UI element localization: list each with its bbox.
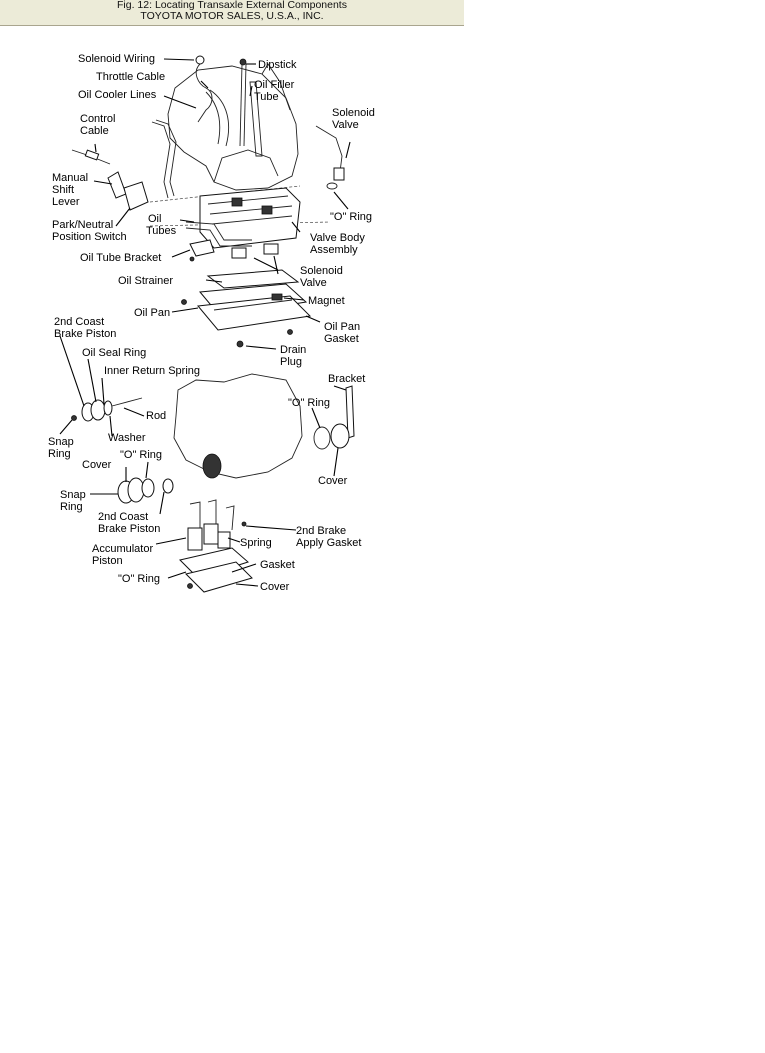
label-solenoid-valve-top-1: Solenoid — [332, 107, 375, 119]
label-drain-plug-1: Drain — [280, 344, 306, 356]
label-solenoid-wiring: Solenoid Wiring — [78, 53, 155, 65]
label-cover-left: Cover — [82, 459, 112, 471]
label-oil-filler-tube-2: Tube — [254, 91, 279, 103]
label-magnet: Magnet — [308, 295, 345, 307]
label-snap-ring-bottom-1: Snap — [60, 489, 86, 501]
figure-caption: Fig. 12: Locating Transaxle External Com… — [0, 0, 464, 26]
lower-transaxle-drawing — [71, 373, 355, 593]
label-o-ring-right: "O" Ring — [288, 397, 330, 409]
label-2nd-coast-piston-bottom-1: 2nd Coast — [98, 511, 148, 523]
label-cover-right: Cover — [318, 475, 348, 487]
label-throttle-cable: Throttle Cable — [96, 71, 165, 83]
label-inner-return-spring: Inner Return Spring — [104, 365, 200, 377]
label-manual-shift-lever-1: Manual — [52, 172, 88, 184]
label-manual-shift-lever-3: Lever — [52, 196, 80, 208]
label-oil-pan: Oil Pan — [134, 307, 170, 319]
label-oil-tubes-2: Tubes — [146, 225, 177, 237]
label-2nd-brake-gasket-1: 2nd Brake — [296, 525, 346, 537]
label-o-ring-top: "O" Ring — [330, 211, 372, 223]
label-snap-ring-top-1: Snap — [48, 436, 74, 448]
figure-title: Fig. 12: Locating Transaxle External Com… — [117, 0, 347, 11]
label-oil-cooler-lines: Oil Cooler Lines — [78, 89, 157, 101]
label-valve-body-1: Valve Body — [310, 232, 365, 244]
label-gasket: Gasket — [260, 559, 295, 571]
label-park-neutral-1: Park/Neutral — [52, 219, 113, 231]
label-valve-body-2: Assembly — [310, 244, 358, 256]
label-oil-pan-gasket-2: Gasket — [324, 333, 359, 345]
label-solenoid-valve-mid-1: Solenoid — [300, 265, 343, 277]
label-park-neutral-2: Position Switch — [52, 231, 127, 243]
label-oil-strainer: Oil Strainer — [118, 275, 173, 287]
label-control-cable-1: Control — [80, 113, 115, 125]
label-oil-tubes-1: Oil — [148, 213, 161, 225]
label-accumulator-piston-2: Piston — [92, 555, 123, 567]
label-manual-shift-lever-2: Shift — [52, 184, 74, 196]
component-labels: Solenoid Wiring Dipstick Throttle Cable … — [48, 53, 375, 593]
label-solenoid-valve-mid-2: Valve — [300, 277, 327, 289]
label-rod: Rod — [146, 410, 166, 422]
label-o-ring-left: "O" Ring — [120, 449, 162, 461]
label-2nd-brake-gasket-2: Apply Gasket — [296, 537, 361, 549]
label-solenoid-valve-top-2: Valve — [332, 119, 359, 131]
label-control-cable-2: Cable — [80, 125, 109, 137]
label-2nd-coast-piston-top-1: 2nd Coast — [54, 316, 104, 328]
upper-transaxle-drawing — [71, 55, 345, 348]
label-bracket: Bracket — [328, 373, 365, 385]
label-snap-ring-top-2: Ring — [48, 448, 71, 460]
label-2nd-coast-piston-top-2: Brake Piston — [54, 328, 116, 340]
label-accumulator-piston-1: Accumulator — [92, 543, 153, 555]
label-dipstick: Dipstick — [258, 59, 297, 71]
label-spring: Spring — [240, 537, 272, 549]
label-oil-seal-ring: Oil Seal Ring — [82, 347, 146, 359]
label-oil-filler-tube-1: Oil Filler — [254, 79, 295, 91]
label-2nd-coast-piston-bottom-2: Brake Piston — [98, 523, 160, 535]
figure-credit: TOYOTA MOTOR SALES, U.S.A., INC. — [140, 10, 324, 22]
label-o-ring-bottom: "O" Ring — [118, 573, 160, 585]
label-drain-plug-2: Plug — [280, 356, 302, 368]
leader-lines — [59, 58, 351, 587]
label-oil-tube-bracket: Oil Tube Bracket — [80, 252, 161, 264]
label-washer: Washer — [108, 432, 146, 444]
exploded-view-diagram: Solenoid Wiring Dipstick Throttle Cable … — [0, 26, 465, 606]
label-cover-bottom: Cover — [260, 581, 290, 593]
label-oil-pan-gasket-1: Oil Pan — [324, 321, 360, 333]
label-snap-ring-bottom-2: Ring — [60, 501, 83, 513]
